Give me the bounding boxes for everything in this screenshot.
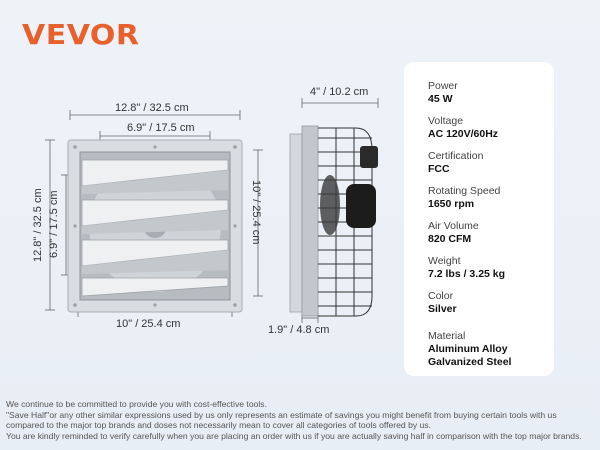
spec-weight: Weight 7.2 lbs / 3.25 kg <box>428 255 554 281</box>
spec-label: Power <box>428 80 458 92</box>
disclaimer-line: We continue to be committed to provide y… <box>6 399 267 409</box>
disclaimer: We continue to be committed to provide y… <box>6 399 600 441</box>
spec-label: Weight <box>428 255 461 267</box>
front-view-fan <box>45 110 263 317</box>
spec-value: 820 CFM <box>428 233 472 245</box>
product-illustration <box>45 98 379 323</box>
front-inner-height-label: 6.9" / 17.5 cm <box>48 190 60 259</box>
spec-material: Material Aluminum Alloy Galvanized Steel <box>428 330 554 369</box>
spec-value: AC 120V/60Hz <box>428 128 499 140</box>
front-bottom-width-label: 10" / 25.4 cm <box>116 318 181 330</box>
spec-rotating-speed: Rotating Speed 1650 rpm <box>428 185 554 211</box>
specs-panel: Power 45 W Voltage AC 120V/60Hz Certific… <box>404 62 554 376</box>
spec-label: Color <box>428 290 454 302</box>
spec-label: Rotating Speed <box>428 185 501 197</box>
spec-label: Voltage <box>428 115 464 127</box>
spec-value: 45 W <box>428 93 453 105</box>
spec-value: 1650 rpm <box>428 198 475 210</box>
spec-label: Air Volume <box>428 220 479 232</box>
disclaimer-line: compared to the major top brands and dos… <box>6 420 431 430</box>
spec-voltage: Voltage AC 120V/60Hz <box>428 115 554 141</box>
front-inner-width-label: 6.9" / 17.5 cm <box>127 122 195 134</box>
side-bottom-depth-label: 1.9" / 4.8 cm <box>268 324 330 336</box>
front-top-width-label: 12.8" / 32.5 cm <box>115 102 189 114</box>
side-view-fan <box>289 98 379 323</box>
disclaimer-line: "Save Half"or any other similar expressi… <box>6 409 557 420</box>
front-left-height-label: 12.8" / 32.5 cm <box>32 188 44 262</box>
spec-color: Color Silver <box>428 290 554 316</box>
spec-value: FCC <box>428 163 450 175</box>
spec-certification: Certification FCC <box>428 150 554 176</box>
spec-label: Certification <box>428 150 484 162</box>
disclaimer-line: You are kindly reminded to verify carefu… <box>6 430 582 441</box>
spec-label: Material <box>428 330 466 342</box>
spec-value-secondary: Galvanized Steel <box>428 356 512 368</box>
brand-logo: VEVOR <box>22 19 140 52</box>
front-right-height-label: 10" / 25.4 cm <box>250 180 262 245</box>
spec-power: Power 45 W <box>428 80 554 106</box>
spec-air-volume: Air Volume 820 CFM <box>428 220 554 246</box>
spec-value: Aluminum Alloy <box>428 343 508 355</box>
spec-value: 7.2 lbs / 3.25 kg <box>428 268 506 280</box>
spec-value: Silver <box>428 303 457 315</box>
shutter-louvers <box>81 159 229 297</box>
side-top-depth-label: 4" / 10.2 cm <box>310 86 369 98</box>
